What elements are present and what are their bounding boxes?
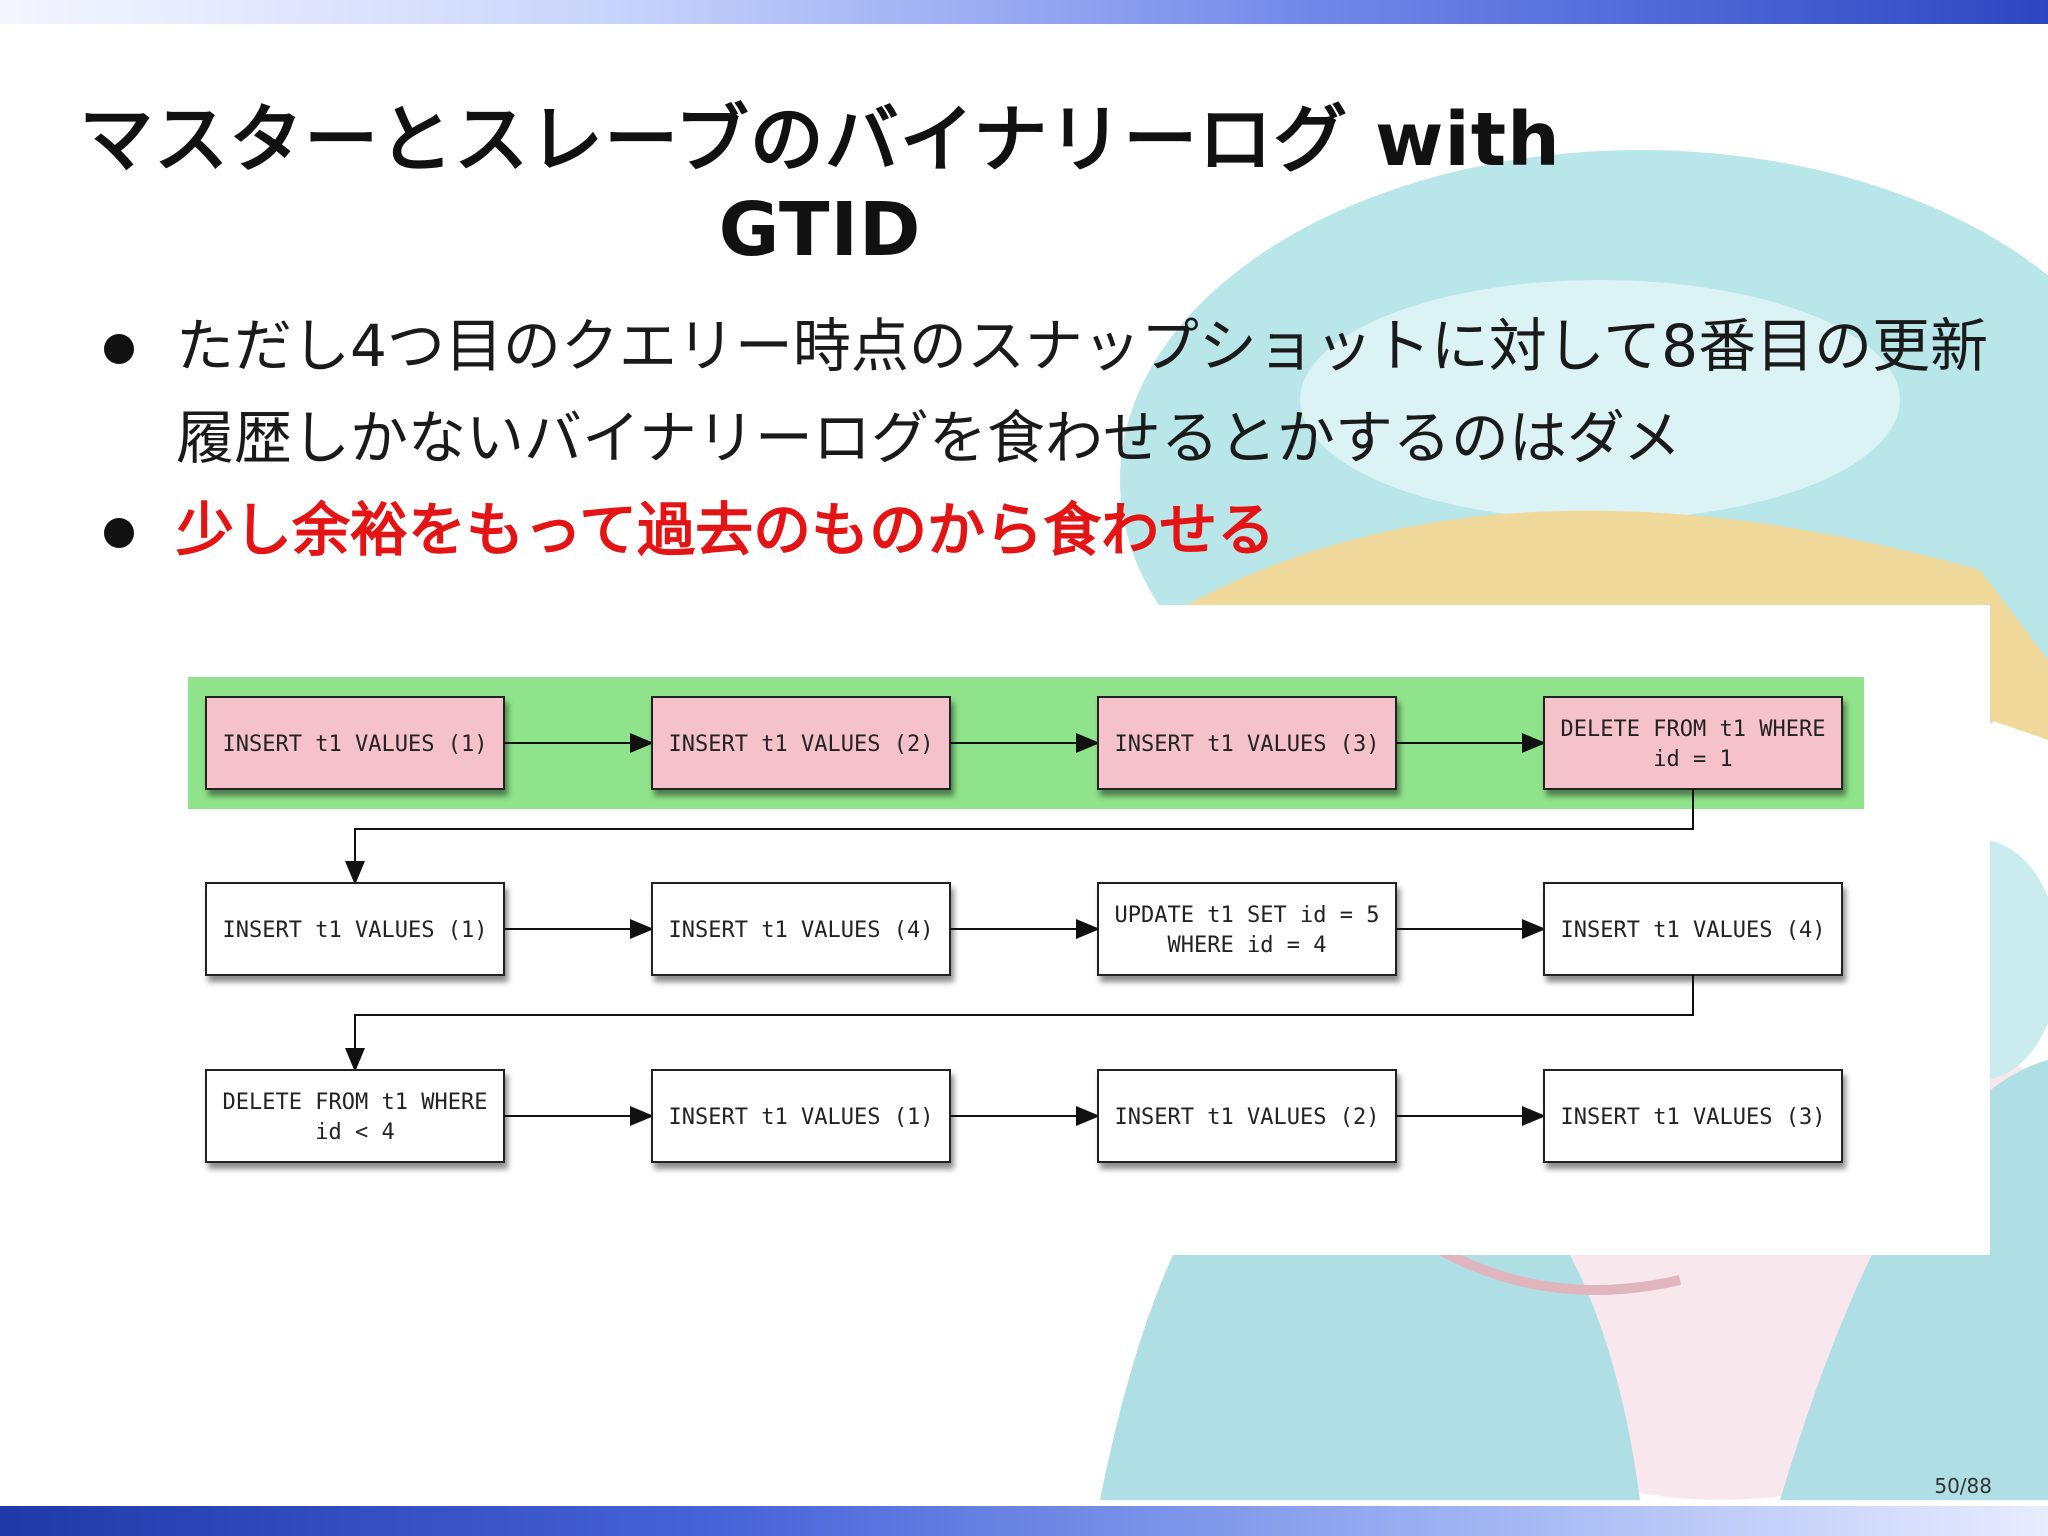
binlog-event-box: INSERT t1 VALUES (1) (205, 696, 505, 790)
top-gradient-bar (0, 0, 2048, 24)
bullet-dot-icon (104, 518, 134, 548)
binlog-event-box: INSERT t1 VALUES (3) (1097, 696, 1397, 790)
binlog-event-box: INSERT t1 VALUES (1) (651, 1069, 951, 1163)
binlog-event-label: INSERT t1 VALUES (4) (1561, 918, 1826, 943)
binlog-event-label: INSERT t1 VALUES (1) (223, 732, 488, 757)
binlog-event-box: UPDATE t1 SET id = 5 WHERE id = 4 (1097, 882, 1397, 976)
binlog-event-box: INSERT t1 VALUES (3) (1543, 1069, 1843, 1163)
row-wrap-arrow (345, 975, 1694, 1072)
binlog-event-label: INSERT t1 VALUES (2) (1115, 1105, 1380, 1130)
binlog-event-label: INSERT t1 VALUES (2) (669, 732, 934, 757)
binlog-event-label: INSERT t1 VALUES (1) (223, 918, 488, 943)
row-wrap-arrow (345, 789, 1694, 885)
bottom-gradient-bar (0, 1506, 2048, 1536)
binlog-event-label: DELETE FROM t1 WHERE (1561, 717, 1826, 742)
binlog-event-box: DELETE FROM t1 WHERE id = 1 (1543, 696, 1843, 790)
bullet-list: ただし4つ目のクエリー時点のスナップショットに対して8番目の更新履歴しかないバイ… (100, 300, 2000, 576)
binlog-event-label: id = 1 (1653, 747, 1732, 772)
binlog-diagram-panel: INSERT t1 VALUES (1) INSERT t1 VALUES (2)… (178, 605, 1990, 1255)
binlog-event-label: INSERT t1 VALUES (3) (1115, 732, 1380, 757)
binlog-event-box: DELETE FROM t1 WHERE id < 4 (205, 1069, 505, 1163)
page-number: 50/88 (1934, 1474, 1992, 1498)
binlog-flow-diagram: INSERT t1 VALUES (1) INSERT t1 VALUES (2)… (188, 677, 1864, 1163)
binlog-event-box: INSERT t1 VALUES (4) (651, 882, 951, 976)
binlog-event-box: INSERT t1 VALUES (4) (1543, 882, 1843, 976)
bullet-text-emphasis: 少し余裕をもって過去のものから食わせる (176, 496, 1276, 564)
bullet-item: ただし4つ目のクエリー時点のスナップショットに対して8番目の更新履歴しかないバイ… (100, 300, 2000, 484)
binlog-event-label: DELETE FROM t1 WHERE (223, 1090, 488, 1115)
binlog-event-label: INSERT t1 VALUES (3) (1561, 1105, 1826, 1130)
binlog-event-label: WHERE id = 4 (1168, 933, 1327, 958)
binlog-event-label: id < 4 (315, 1120, 394, 1145)
binlog-event-box: INSERT t1 VALUES (1) (205, 882, 505, 976)
binlog-event-box: INSERT t1 VALUES (2) (651, 696, 951, 790)
binlog-event-label: INSERT t1 VALUES (4) (669, 918, 934, 943)
binlog-event-label: UPDATE t1 SET id = 5 (1115, 903, 1380, 928)
bullet-dot-icon (104, 334, 134, 364)
binlog-event-box: INSERT t1 VALUES (2) (1097, 1069, 1397, 1163)
bullet-item-emphasis: 少し余裕をもって過去のものから食わせる (100, 484, 2000, 576)
binlog-event-label: INSERT t1 VALUES (1) (669, 1105, 934, 1130)
bullet-text: ただし4つ目のクエリー時点のスナップショットに対して8番目の更新履歴しかないバイ… (176, 312, 1989, 472)
slide-title: マスターとスレーブのバイナリーログ with GTID (79, 97, 1561, 273)
